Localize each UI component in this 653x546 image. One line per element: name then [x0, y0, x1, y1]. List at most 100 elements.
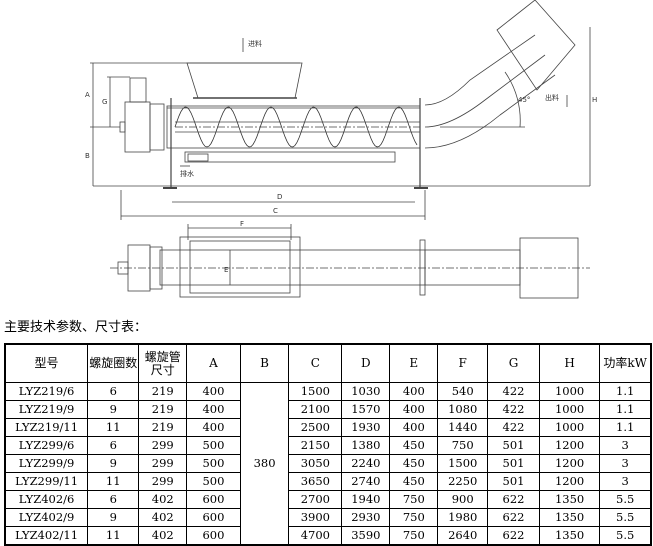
label-drain: 排水 [180, 169, 194, 178]
table-cell: 1200 [538, 436, 601, 455]
table-cell: 622 [487, 526, 540, 546]
column-header: H [538, 343, 601, 383]
column-header: D [341, 343, 391, 383]
table-cell: 2640 [437, 526, 489, 546]
table-cell: 1080 [437, 400, 489, 419]
table-cell: 3 [599, 436, 652, 455]
table-cell: 1980 [437, 508, 489, 527]
plan-view [110, 224, 590, 299]
motor [129, 77, 147, 103]
table-cell: LYZ299/9 [4, 454, 89, 473]
table-cell: 5.5 [599, 508, 652, 527]
screw-spiral [174, 106, 418, 148]
table-cell: 450 [389, 436, 439, 455]
label-discharge: 出料 [545, 93, 559, 102]
table-cell: 5.5 [599, 526, 652, 546]
table-cell: LYZ299/11 [4, 472, 89, 491]
table-cell: 622 [487, 490, 540, 509]
table-cell: 2930 [341, 508, 391, 527]
column-header: 螺旋圈数 [87, 343, 140, 383]
table-cell: 600 [186, 490, 241, 509]
table-cell: 1.1 [599, 418, 652, 437]
table-cell: LYZ219/9 [4, 400, 89, 419]
label-B: B [85, 152, 90, 160]
table-cell: 1000 [538, 400, 601, 419]
table-cell: 750 [437, 436, 489, 455]
table-cell: 400 [389, 382, 439, 401]
table-cell: 11 [87, 418, 140, 437]
label-angle: 45° [518, 96, 530, 104]
table-cell: 1350 [538, 508, 601, 527]
table-cell: 3900 [288, 508, 343, 527]
table-cell: 600 [186, 526, 241, 546]
table-cell: 219 [138, 400, 188, 419]
gearbox [124, 101, 151, 153]
table-cell: 299 [138, 436, 188, 455]
cell-b: 380 [239, 382, 290, 546]
table-cell: 1440 [437, 418, 489, 437]
table-cell: 402 [138, 490, 188, 509]
table-cell: 219 [138, 382, 188, 401]
table-cell: 400 [389, 418, 439, 437]
outlet-pipe [424, 34, 556, 149]
table-cell: 500 [186, 472, 241, 491]
table-cell: 11 [87, 526, 140, 546]
table-cell: 3590 [341, 526, 391, 546]
table-cell: 422 [487, 418, 540, 437]
table-cell: 2150 [288, 436, 343, 455]
table-cell: 2740 [341, 472, 391, 491]
table-cell: 299 [138, 454, 188, 473]
column-header: A [186, 343, 241, 383]
table-cell: 3 [599, 454, 652, 473]
table-cell: 402 [138, 508, 188, 527]
table-cell: 4700 [288, 526, 343, 546]
table-cell: 9 [87, 508, 140, 527]
table-cell: 1000 [538, 418, 601, 437]
table-cell: LYZ219/11 [4, 418, 89, 437]
table-cell: 1.1 [599, 400, 652, 419]
table-cell: LYZ402/9 [4, 508, 89, 527]
table-cell: 3 [599, 472, 652, 491]
table-cell: 450 [389, 472, 439, 491]
table-cell: 622 [487, 508, 540, 527]
table-cell: 6 [87, 490, 140, 509]
table-cell: 1.1 [599, 382, 652, 401]
table-cell: 501 [487, 454, 540, 473]
label-G: G [102, 98, 107, 106]
column-header: F [437, 343, 489, 383]
label-feed-in: 进料 [248, 39, 262, 48]
table-cell: LYZ402/11 [4, 526, 89, 546]
table-cell: 1000 [538, 382, 601, 401]
discharge-box [496, 0, 576, 91]
column-header: 型号 [4, 343, 89, 383]
table-cell: 1570 [341, 400, 391, 419]
table-cell: 2700 [288, 490, 343, 509]
table-cell: 219 [138, 418, 188, 437]
table-cell: 2500 [288, 418, 343, 437]
table-cell: 500 [186, 454, 241, 473]
label-A: A [85, 91, 90, 99]
label-C: C [273, 207, 278, 215]
table-cell: 9 [87, 454, 140, 473]
table-cell: 11 [87, 472, 140, 491]
table-cell: 5.5 [599, 490, 652, 509]
table-cell: 900 [437, 490, 489, 509]
hopper [186, 62, 303, 99]
table-cell: 501 [487, 472, 540, 491]
table-cell: 422 [487, 400, 540, 419]
table-cell: 1930 [341, 418, 391, 437]
table-cell: 1030 [341, 382, 391, 401]
table-cell: 540 [437, 382, 489, 401]
table-cell: 750 [389, 526, 439, 546]
table-cell: 402 [138, 526, 188, 546]
table-cell: 1500 [437, 454, 489, 473]
label-H: H [592, 96, 597, 104]
table-cell: 2250 [437, 472, 489, 491]
